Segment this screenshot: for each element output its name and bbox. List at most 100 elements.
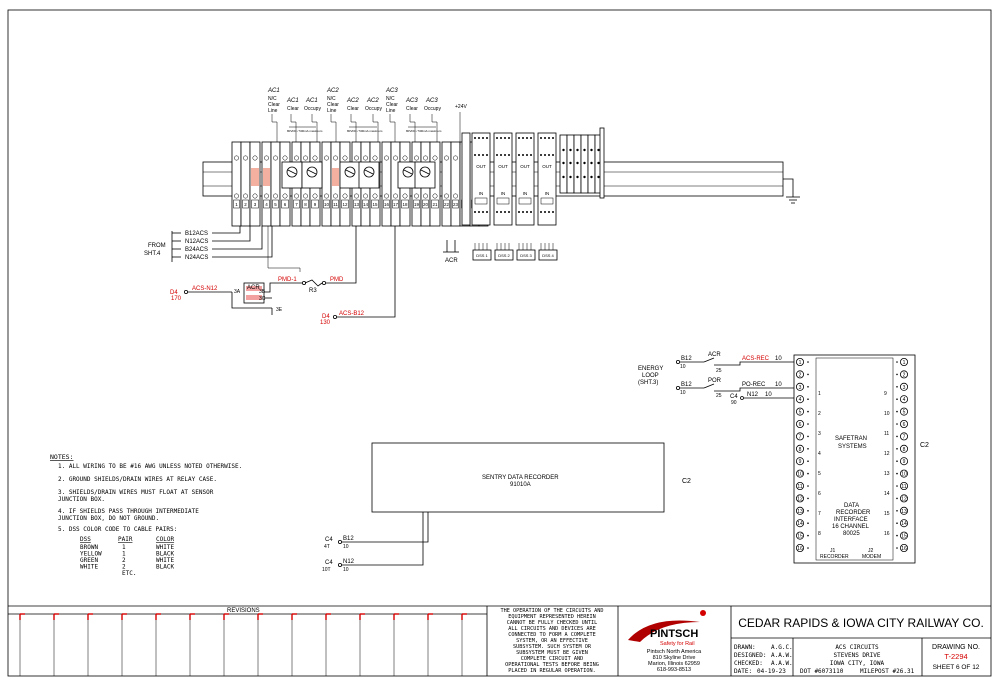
acr-pin-3a: 3A: [234, 289, 241, 295]
wire-b12acs: B12ACS: [185, 231, 208, 237]
nc-contact-name: AC3: [385, 88, 398, 94]
logo-tag: Safety for Rail: [660, 641, 695, 647]
dss-out-label: OUT: [542, 164, 552, 169]
from-sheet-label: SHT.4: [144, 251, 161, 257]
j1-label: J1: [830, 548, 836, 554]
note-5: 5. DSS COLOR CODE TO CABLE PAIRS:: [58, 526, 177, 533]
terminal-number: 21: [432, 202, 438, 207]
dss-label: DSS 2: [498, 253, 510, 258]
el-row1-relay: ACR: [708, 352, 721, 358]
left-pin: 5: [799, 410, 802, 416]
disclaimer-line: ALL CIRCUITS AND DEVICES ARE: [508, 626, 595, 632]
safetran-recorder-interface: SAFETRAN SYSTEMS DATA RECORDER INTERFACE…: [793, 354, 929, 564]
terminal-1: 1: [231, 141, 242, 227]
left-pin: 11: [797, 484, 802, 490]
notes-table-cell: GREEN: [80, 557, 98, 564]
terminal-22: 22: [441, 141, 452, 227]
left-pin: 4: [799, 397, 802, 403]
terminal-number: 3: [254, 202, 257, 207]
dss-in-label: IN: [501, 191, 506, 196]
left-pin: 8: [799, 447, 802, 453]
company-line-2: 810 Skyline Drive: [653, 655, 696, 661]
dot-number: DOT #6073110: [800, 668, 844, 675]
left-pin: 7: [799, 434, 802, 440]
wire-b24acs: B24ACS: [185, 247, 208, 253]
mid-right-pin: 15: [884, 511, 890, 517]
notes-table-cell: BLACK: [156, 551, 174, 558]
right-pin: 14: [901, 521, 907, 527]
left-pin: 14: [797, 521, 803, 527]
interface-line-1: DATA: [844, 503, 859, 509]
acr-pin-3c: 3C: [259, 296, 266, 302]
terminal-number: 2: [244, 202, 247, 207]
nc-text: N/C: [386, 96, 395, 102]
pmd1-label: PMD-1: [278, 277, 297, 283]
notes-table-cell: WHITE: [80, 564, 98, 571]
terminal-number: 22: [444, 202, 450, 207]
terminal-23: 23: [450, 141, 461, 227]
disclaimer-line: THE OPERATION OF THE CIRCUITS AND: [500, 608, 603, 614]
sentry-n12-ref: C4: [325, 560, 333, 566]
notes-section: NOTES: 1. ALL WIRING TO BE #16 AWG UNLES…: [50, 453, 242, 577]
desc-line-3: IOWA CITY, IOWA: [830, 660, 885, 667]
terminal-number: 9: [314, 202, 317, 207]
d4-130-num: 130: [320, 320, 331, 326]
terminal-number: 18: [402, 202, 408, 207]
sentry-n12-size: 10: [343, 567, 349, 573]
terminal-number: 4: [265, 202, 268, 207]
nc-text: Line: [327, 108, 337, 114]
mid-left-pin: 8: [818, 531, 821, 537]
note-1: 1. ALL WIRING TO BE #16 AWG UNLESS NOTED…: [58, 463, 242, 470]
checked-value: A.A.W.: [771, 660, 793, 667]
acs-b12-wire: ACS-B12: [339, 311, 365, 317]
checked-label: CHECKED:: [734, 660, 763, 667]
mid-left-pin: 3: [818, 431, 821, 437]
mid-left-pin: 2: [818, 411, 821, 417]
disclaimer-line: CANNOT BE FULLY CHECKED UNTIL: [507, 620, 598, 626]
right-pin: 16: [901, 546, 907, 552]
note-4b: JUNCTION BOX, DO NOT GROUND.: [58, 515, 159, 522]
el-row2-pin: 25: [716, 393, 722, 399]
terminal-3: 3: [249, 141, 261, 227]
right-pin: 8: [903, 447, 906, 453]
sentry-side: C2: [682, 478, 691, 485]
dss-label: DSS 3: [520, 253, 532, 258]
pmd-label: PMD: [330, 277, 344, 283]
right-pin: 10: [901, 472, 907, 478]
left-pin: 12: [797, 496, 803, 502]
terminal-4: 4: [261, 141, 272, 227]
el-row1-wire: B12: [681, 356, 692, 362]
j2-name: MODEM: [862, 554, 881, 560]
mid-right-pin: 12: [884, 451, 890, 457]
right-pin: 7: [903, 434, 906, 440]
terminal-number: 15: [372, 202, 378, 207]
interface-line-3: INTERFACE: [834, 517, 868, 523]
d4-170-ref: D4: [170, 290, 178, 296]
left-pin: 1: [799, 360, 802, 366]
el-c4-ref: C4: [730, 394, 738, 400]
clear-contact-name: AC3: [405, 98, 418, 104]
terminal-number: 17: [393, 202, 399, 207]
rating-text: 80VDC / 500mA maximum: [287, 129, 323, 133]
pintsch-dot-icon: [700, 610, 706, 616]
disclaimer-line: SUBSYSTEM. SUCH SYSTEM OR: [513, 644, 592, 650]
mid-left-pin: 6: [818, 491, 821, 497]
right-pin: 4: [903, 397, 906, 403]
sentry-b12-size: 10: [343, 544, 349, 550]
notes-title: NOTES:: [50, 453, 73, 461]
right-pin: 13: [901, 509, 907, 515]
drawing-no: T-2294: [944, 652, 967, 661]
sentry-n12-wire: N12: [343, 559, 355, 565]
nc-text: N/C: [268, 96, 277, 102]
note-2: 2. GROUND SHIELDS/DRAIN WIRES AT RELAY C…: [58, 476, 217, 483]
